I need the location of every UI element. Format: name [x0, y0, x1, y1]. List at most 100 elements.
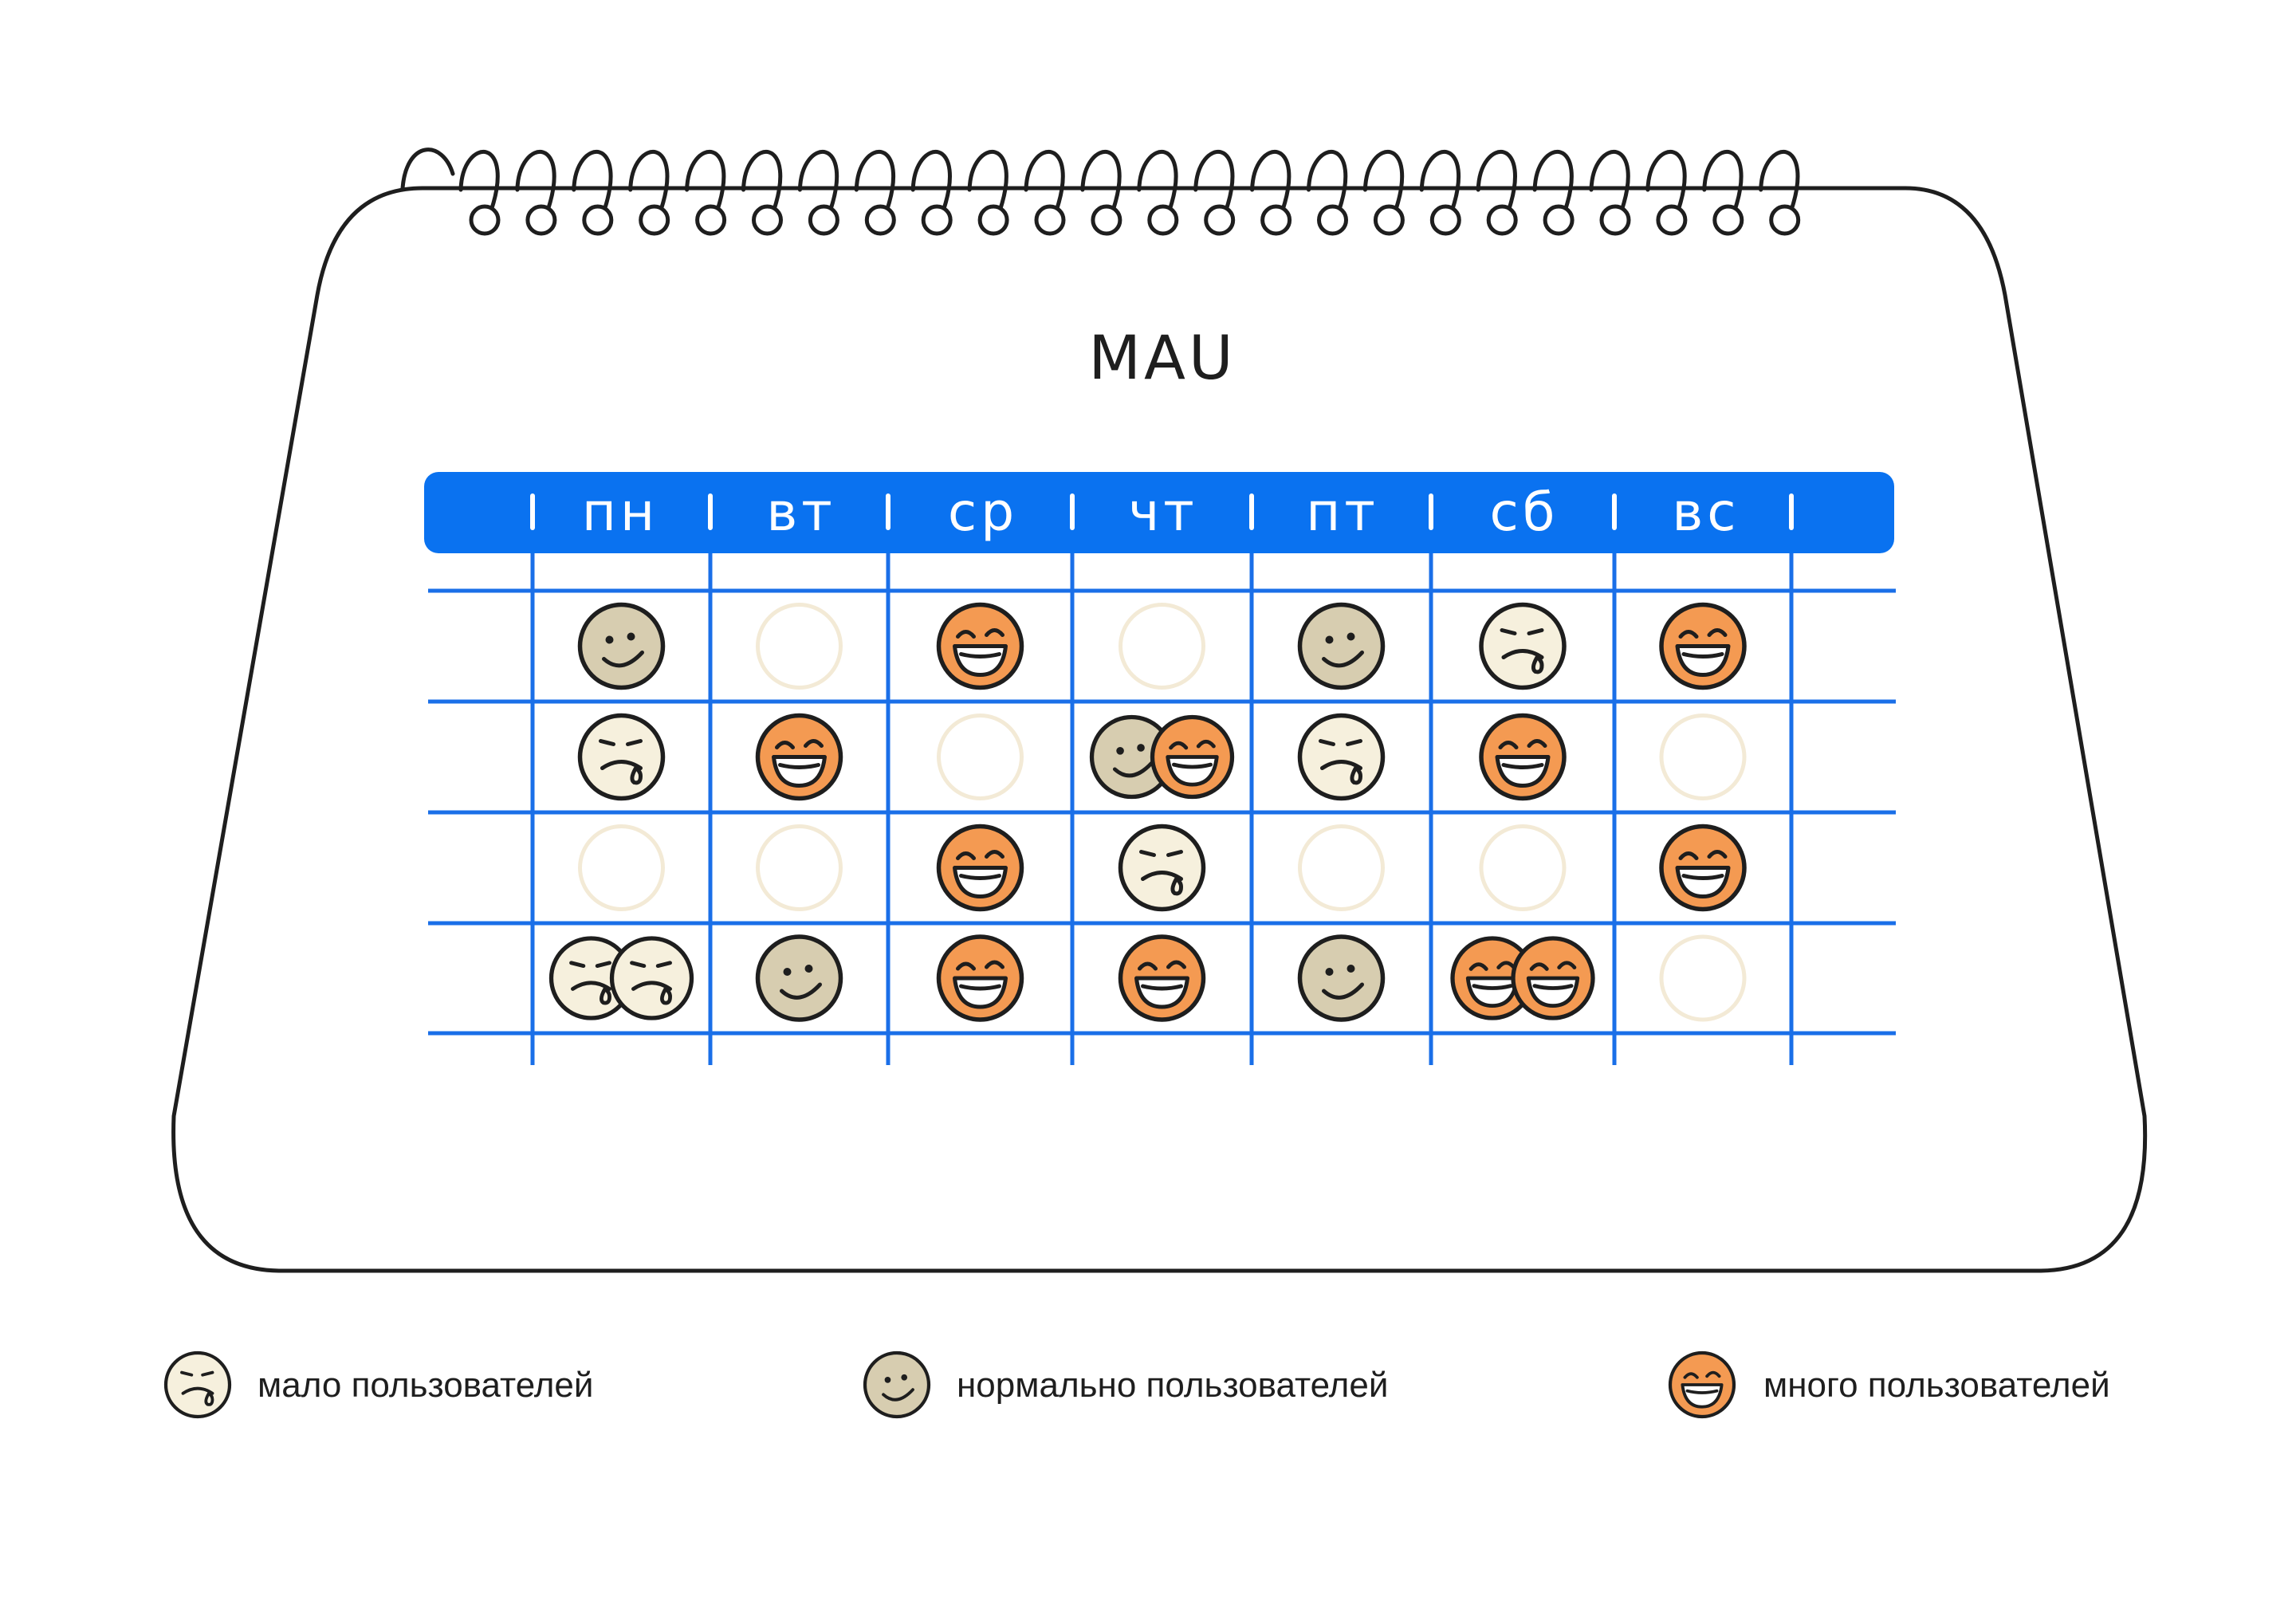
binding-ring [808, 204, 839, 236]
binding-ring [1712, 204, 1744, 236]
empty-slot-icon [1659, 714, 1747, 800]
calendar-title: MAU [1088, 322, 1236, 393]
binding-ring [864, 204, 896, 236]
binding-ring [1260, 204, 1292, 236]
empty-slot-icon [756, 603, 843, 690]
binding-ring [1543, 204, 1575, 236]
binding-ring [1373, 204, 1405, 236]
binding-ring [1091, 204, 1122, 236]
calendar-cell [1479, 824, 1567, 911]
binding-ring [1769, 204, 1801, 236]
calendar-cell [936, 934, 1024, 1022]
laughing-face-icon [1479, 713, 1567, 801]
header-dividers [530, 493, 1794, 530]
legend-icon-many [1668, 1350, 1736, 1419]
legend-label-many: много пользователей [1763, 1366, 2110, 1405]
calendar-cell [578, 824, 665, 911]
laughing-face-icon [936, 934, 1024, 1022]
calendar-cell [1119, 603, 1205, 690]
calendar-cell [756, 603, 843, 690]
binding-ring [1599, 204, 1631, 236]
binding-ring [921, 204, 953, 236]
calendar-cell [1118, 934, 1206, 1022]
legend-label-few: мало пользователей [258, 1366, 593, 1405]
smiling-face-icon [863, 1350, 931, 1419]
legend: мало пользователей нормально пользовател… [163, 1350, 2110, 1419]
weekday-label-sat: сб [1490, 482, 1559, 543]
laughing-face-icon [1118, 934, 1206, 1022]
sad-face-icon [1297, 713, 1386, 801]
smiling-face-icon [755, 934, 843, 1022]
binding-ring [695, 204, 727, 236]
calendar-cell [577, 602, 666, 690]
binding-ring [977, 204, 1009, 236]
calendar-cell [936, 824, 1024, 912]
calendar-cell [937, 714, 1024, 800]
calendar-cell [755, 934, 843, 1022]
calendar-cell [1659, 824, 1747, 912]
weekday-label-wed: ср [948, 482, 1018, 543]
laughing-face-icon [936, 602, 1024, 690]
sad-face-icon [1118, 824, 1206, 912]
calendar-cell [577, 713, 666, 801]
spiral-binding [400, 147, 1801, 236]
calendar-cell [1297, 713, 1386, 801]
sad-face-icon [548, 936, 634, 1020]
weekday-label-tue: вт [766, 482, 835, 543]
empty-slot-icon [578, 824, 665, 911]
calendar-cell [1659, 934, 1747, 1022]
calendar-cell [1450, 936, 1595, 1020]
calendar-cell [1297, 602, 1386, 690]
calendar-cell [1659, 714, 1747, 800]
calendar-cell [1479, 602, 1567, 690]
binding-ring [752, 204, 783, 236]
calendar-grid [428, 553, 1896, 1065]
sad-face-icon [163, 1350, 232, 1419]
laughing-face-icon [1150, 714, 1235, 800]
weekday-labels: пн вт ср чт пт сб вс [582, 482, 1740, 543]
empty-slot-icon [1119, 603, 1205, 690]
sad-face-icon [609, 936, 694, 1020]
calendar-cell [1298, 824, 1385, 911]
calendar-cells [548, 602, 1747, 1022]
empty-slot-icon [1479, 824, 1567, 911]
binding-ring [582, 204, 614, 236]
sad-face-icon [577, 713, 666, 801]
smiling-face-icon [1297, 934, 1386, 1022]
laughing-face-icon [1659, 824, 1747, 912]
spiral-wires [400, 147, 1800, 218]
weekday-header-bar [424, 472, 1894, 553]
legend-icon-few [163, 1350, 232, 1419]
binding-ring [1486, 204, 1518, 236]
laughing-face-icon [1450, 936, 1535, 1020]
smiling-face-icon [577, 602, 666, 690]
empty-slot-icon [937, 714, 1024, 800]
binding-ring [1656, 204, 1688, 236]
laughing-face-icon [936, 824, 1024, 912]
calendar-cell [1089, 714, 1235, 800]
weekday-label-thu: чт [1128, 482, 1197, 543]
legend-icon-normal [863, 1350, 931, 1419]
empty-slot-icon [1298, 824, 1385, 911]
calendar-cell [1118, 824, 1206, 912]
binding-ring [1429, 204, 1461, 236]
weekday-label-sun: вс [1672, 482, 1740, 543]
laughing-face-icon [1659, 602, 1747, 690]
calendar-cell [1659, 602, 1747, 690]
binding-ring [1317, 204, 1348, 236]
calendar-cell [756, 824, 843, 911]
binding-ring [639, 204, 670, 236]
calendar-cell [936, 602, 1024, 690]
laughing-face-icon [1668, 1350, 1736, 1419]
calendar-cell [755, 713, 843, 801]
sad-face-icon [1479, 602, 1567, 690]
calendar-cell [548, 936, 694, 1020]
empty-slot-icon [1659, 934, 1747, 1022]
binding-ring [1034, 204, 1066, 236]
binding-ring [1204, 204, 1236, 236]
weekday-label-fri: пт [1306, 482, 1379, 543]
binding-ring [1147, 204, 1179, 236]
legend-label-normal: нормально пользователей [957, 1366, 1388, 1405]
calendar-cell [1297, 934, 1386, 1022]
